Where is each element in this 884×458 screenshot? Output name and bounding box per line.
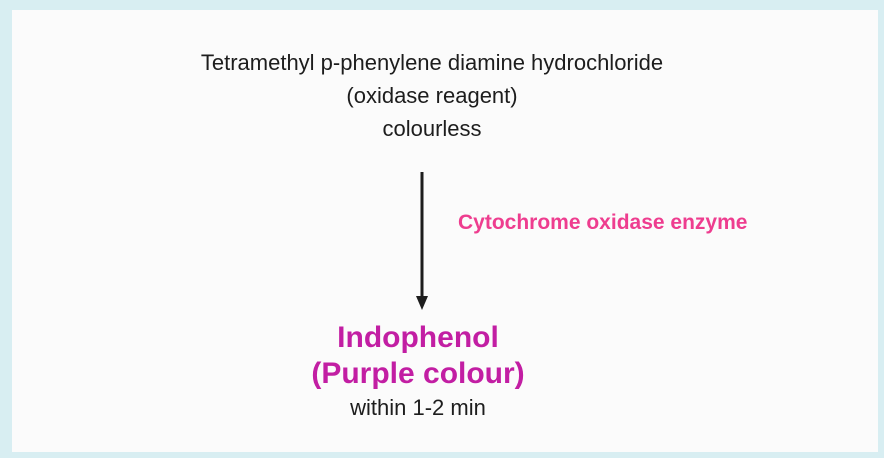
reactant-name: Tetramethyl p-phenylene diamine hydrochl…	[200, 50, 664, 75]
reaction-arrow-head	[416, 296, 428, 310]
product-name: Indophenol	[337, 321, 499, 354]
enzyme-label: Cytochrome oxidase enzyme	[458, 211, 748, 234]
reactant-block: Tetramethyl p-phenylene diamine hydrochl…	[12, 46, 852, 145]
product-block: Indophenol (Purple colour) within 1-2 mi…	[12, 320, 824, 424]
product-time: within 1-2 min	[350, 395, 486, 420]
reactant-reagent-note: (oxidase reagent)	[346, 83, 518, 108]
product-colour: (Purple colour)	[311, 357, 525, 390]
reaction-arrow-icon	[416, 172, 428, 310]
reactant-colour-note: colourless	[382, 116, 482, 141]
diagram-panel: Tetramethyl p-phenylene diamine hydrochl…	[12, 10, 878, 452]
